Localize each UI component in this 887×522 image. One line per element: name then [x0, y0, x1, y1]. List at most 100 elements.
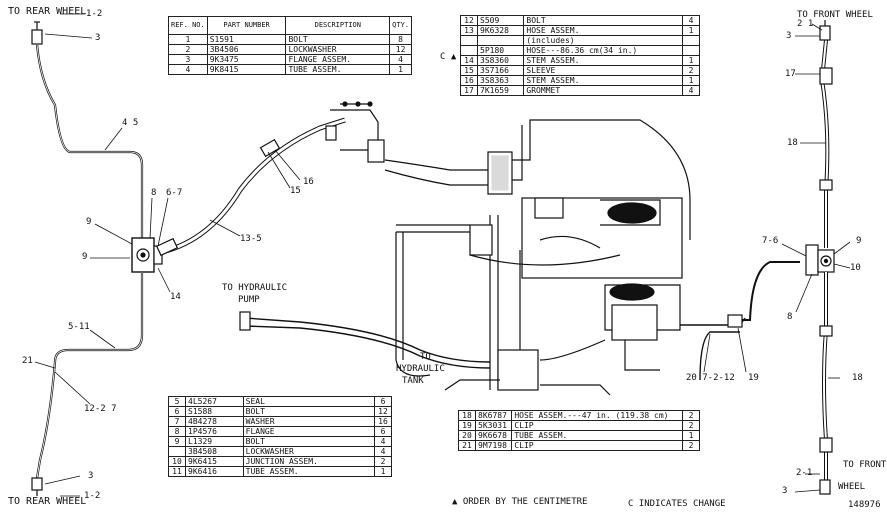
qty-cell: 1 — [682, 430, 700, 441]
callout-6-7: 6-7 — [166, 188, 183, 198]
ref-cell: 5 — [168, 396, 186, 407]
callout-19: 19 — [748, 373, 759, 383]
desc-cell: GROMMET — [523, 85, 683, 96]
ref-cell: 15 — [460, 65, 478, 76]
desc-cell: SEAL — [242, 396, 376, 407]
desc-cell: HOSE ASSEM.---47 in. (119.38 cm) — [511, 410, 683, 421]
callout-leaders — [34, 13, 851, 497]
desc-cell: FLANGE ASSEM. — [285, 54, 391, 65]
qty-cell: 2 — [374, 456, 392, 467]
table-row: 3 9K3475 FLANGE ASSEM. 4 — [168, 54, 412, 65]
callout-5-11: 5-11 — [68, 322, 90, 332]
desc-cell: SLEEVE — [523, 65, 683, 76]
part-cell: 4L5267 — [185, 396, 244, 407]
callout-21: 21 — [22, 356, 33, 366]
steering-control-body — [384, 119, 691, 396]
qty-cell: 2 — [682, 65, 700, 76]
ref-cell: 17 — [460, 85, 478, 96]
order-by-centimetre-note: ▲ ORDER BY THE CENTIMETRE — [452, 497, 588, 507]
ref-cell: 19 — [458, 420, 476, 431]
qty-cell: 1 — [682, 55, 700, 66]
callout-12-2-7: 12-2 7 — [84, 404, 117, 414]
ref-cell: 18 — [458, 410, 476, 421]
qty-cell: 12 — [374, 406, 392, 417]
ref-cell: 2 — [168, 44, 208, 55]
part-cell: 9K8415 — [206, 64, 287, 75]
label-to-front-wheel-bottom-1: TO FRONT — [843, 460, 887, 470]
parts-table-a: REF. NO. PART NUMBER DESCRIPTION QTY. 1 … — [168, 16, 412, 75]
qty-cell: 2 — [682, 410, 700, 421]
qty-cell: 1 — [682, 75, 700, 86]
change-indicator-note: C INDICATES CHANGE — [628, 499, 726, 509]
ref-cell — [168, 446, 186, 457]
qty-cell: 4 — [374, 446, 392, 457]
desc-cell: TUBE ASSEM. — [242, 466, 376, 477]
part-cell — [476, 35, 525, 46]
desc-cell: BOLT — [242, 436, 376, 447]
label-to-hydraulic-tank-1: TO — [420, 352, 431, 362]
callout-4-5: 4 5 — [122, 118, 139, 128]
tube-assembly-lower-left — [35, 272, 144, 479]
header-qty: QTY. — [389, 16, 412, 35]
callout-7-6: 7-6 — [762, 236, 779, 246]
ref-cell: 11 — [168, 466, 186, 477]
qty-cell: 12 — [389, 44, 412, 55]
callout-9-a: 9 — [86, 217, 92, 227]
qty-cell — [682, 35, 700, 46]
callout-15: 15 — [290, 186, 301, 196]
desc-cell: HOSE ASSEM. — [523, 25, 683, 36]
label-to-hydraulic-tank-3: TANK — [402, 376, 424, 386]
qty-cell: 4 — [374, 436, 392, 447]
callout-18-b: 18 — [852, 373, 863, 383]
ref-cell: 8 — [168, 426, 186, 437]
rear-wheel-fitting-bottom — [31, 477, 43, 496]
part-cell: 9K6328 — [476, 25, 525, 36]
junction-assembly-right — [805, 244, 835, 276]
ref-cell: 1 — [168, 34, 208, 45]
qty-cell: 4 — [682, 15, 700, 26]
callout-8-right: 8 — [787, 312, 793, 322]
desc-cell: BOLT — [285, 34, 391, 45]
desc-cell: (includes) — [523, 35, 683, 46]
desc-cell: JUNCTION ASSEM. — [242, 456, 376, 467]
desc-cell: FLANGE — [242, 426, 376, 437]
part-cell: S1588 — [185, 406, 244, 417]
callout-16: 16 — [303, 177, 314, 187]
desc-cell: STEM ASSEM. — [523, 75, 683, 86]
ref-cell: 14 — [460, 55, 478, 66]
part-cell: L1329 — [185, 436, 244, 447]
qty-cell: 2 — [682, 420, 700, 431]
label-to-hydraulic-pump-1: TO HYDRAULIC — [222, 283, 288, 293]
ref-cell: 4 — [168, 64, 208, 75]
table-row: 1 S1591 BOLT 8 — [168, 34, 412, 45]
callout-1-2-top: 1-2 — [86, 9, 103, 19]
desc-cell: TUBE ASSEM. — [511, 430, 683, 441]
part-cell: 9K6678 — [474, 430, 513, 441]
table-header-row: REF. NO. PART NUMBER DESCRIPTION QTY. — [168, 16, 412, 35]
part-cell: 7K1659 — [476, 85, 525, 96]
qty-cell: 4 — [682, 85, 700, 96]
part-cell: S1591 — [206, 34, 287, 45]
ref-cell: 10 — [168, 456, 186, 467]
change-mark: C ▲ — [440, 52, 457, 62]
tube-assembly-upper-left — [35, 43, 144, 238]
desc-cell: LOCKWASHER — [285, 44, 391, 55]
label-to-hydraulic-pump-2: PUMP — [238, 295, 260, 305]
qty-cell — [682, 45, 700, 56]
ref-cell: 3 — [168, 54, 208, 65]
junction-assembly-left — [131, 237, 163, 273]
part-cell: 3S8360 — [476, 55, 525, 66]
qty-cell: 1 — [374, 466, 392, 477]
table-row: 2 3B4506 LOCKWASHER 12 — [168, 44, 412, 55]
